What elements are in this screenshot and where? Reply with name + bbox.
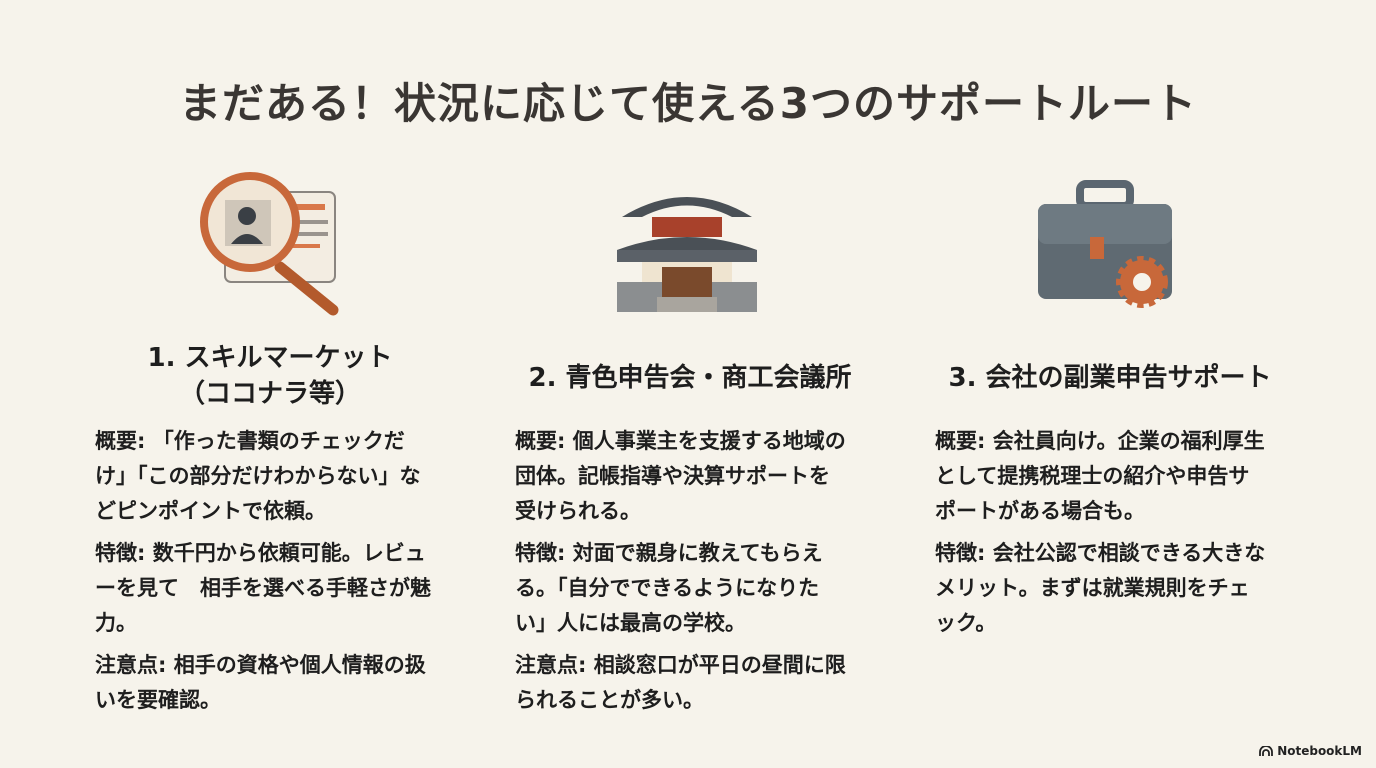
heading-line: （ココナラ等） xyxy=(178,379,361,409)
text-line: ック。 xyxy=(935,611,997,635)
route-heading-1: 1. スキルマーケット （ココナラ等） xyxy=(95,340,445,412)
slide-title: まだある！状況に応じて使える3つのサポートルート xyxy=(179,79,1197,128)
overview: 概要: 「作った書類のチェックだけ」「この部分だけわからない」などピンポイントで… xyxy=(95,424,465,529)
text-line: 特徴: 会社公認で相談できる大きな xyxy=(935,541,1266,565)
route-body-3: 概要: 会社員向け。企業の福利厚生として提携税理士の紹介や申告サポートがある場合… xyxy=(935,424,1305,648)
text-line: 概要: 「作った書類のチェックだ xyxy=(95,429,405,453)
magnifier-profile-icon xyxy=(195,172,345,317)
text-line: 団体。記帳指導や決算サポートを xyxy=(515,464,830,488)
heading-line: 3. 会社の副業申告サポート xyxy=(948,363,1272,393)
text-line: いを要確認。 xyxy=(95,688,221,712)
briefcase-gear-icon xyxy=(1030,172,1180,317)
text-line: 概要: 会社員向け。企業の福利厚生 xyxy=(935,429,1265,453)
text-line: 注意点: 相手の資格や個人情報の扱 xyxy=(95,653,426,677)
heading-line: 2. 青色申告会・商工会議所 xyxy=(528,363,852,393)
route-body-1: 概要: 「作った書類のチェックだけ」「この部分だけわからない」などピンポイントで… xyxy=(95,424,465,725)
text-line: 受けられる。 xyxy=(515,499,641,523)
text-line: メリット。まずは就業規則をチェ xyxy=(935,576,1250,600)
route-heading-2: 2. 青色申告会・商工会議所 xyxy=(500,360,880,396)
text-line: 特徴: 対面で親身に教えてもらえ xyxy=(515,541,823,565)
notebooklm-watermark: NotebookLM xyxy=(1259,744,1362,758)
caution: 注意点: 相談窓口が平日の昼間に限られることが多い。 xyxy=(515,648,885,718)
features: 特徴: 会社公認で相談できる大きなメリット。まずは就業規則をチェック。 xyxy=(935,536,1305,641)
text-line: 注意点: 相談窓口が平日の昼間に限 xyxy=(515,653,846,677)
text-line: 概要: 個人事業主を支援する地域の xyxy=(515,429,846,453)
japanese-building-icon xyxy=(612,172,762,317)
heading-line: 1. スキルマーケット xyxy=(147,343,393,373)
text-line: 力。 xyxy=(95,611,137,635)
features: 特徴: 数千円から依頼可能。レビューを見て 相手を選べる手軽さが魅力。 xyxy=(95,536,465,641)
text-line: どピンポイントで依頼。 xyxy=(95,499,326,523)
features: 特徴: 対面で親身に教えてもらえる。「自分でできるようになりたい」人には最高の学… xyxy=(515,536,885,641)
route-body-2: 概要: 個人事業主を支援する地域の団体。記帳指導や決算サポートを受けられる。 特… xyxy=(515,424,885,725)
text-line: られることが多い。 xyxy=(515,688,704,712)
text-line: として提携税理士の紹介や申告サ xyxy=(935,464,1250,488)
notebooklm-logo-icon xyxy=(1259,745,1274,756)
text-line: る。「自分でできるようになりた xyxy=(515,576,820,600)
text-line: 特徴: 数千円から依頼可能。レビュ xyxy=(95,541,426,565)
route-heading-3: 3. 会社の副業申告サポート xyxy=(920,360,1300,396)
brand-label: NotebookLM xyxy=(1277,744,1362,758)
overview: 概要: 会社員向け。企業の福利厚生として提携税理士の紹介や申告サポートがある場合… xyxy=(935,424,1305,529)
overview: 概要: 個人事業主を支援する地域の団体。記帳指導や決算サポートを受けられる。 xyxy=(515,424,885,529)
text-line: ーを見て 相手を選べる手軽さが魅 xyxy=(95,576,431,600)
text-line: い」人には最高の学校。 xyxy=(515,611,746,635)
text-line: け」「この部分だけわからない」な xyxy=(95,464,421,488)
caution: 注意点: 相手の資格や個人情報の扱いを要確認。 xyxy=(95,648,465,718)
text-line: ポートがある場合も。 xyxy=(935,499,1145,523)
